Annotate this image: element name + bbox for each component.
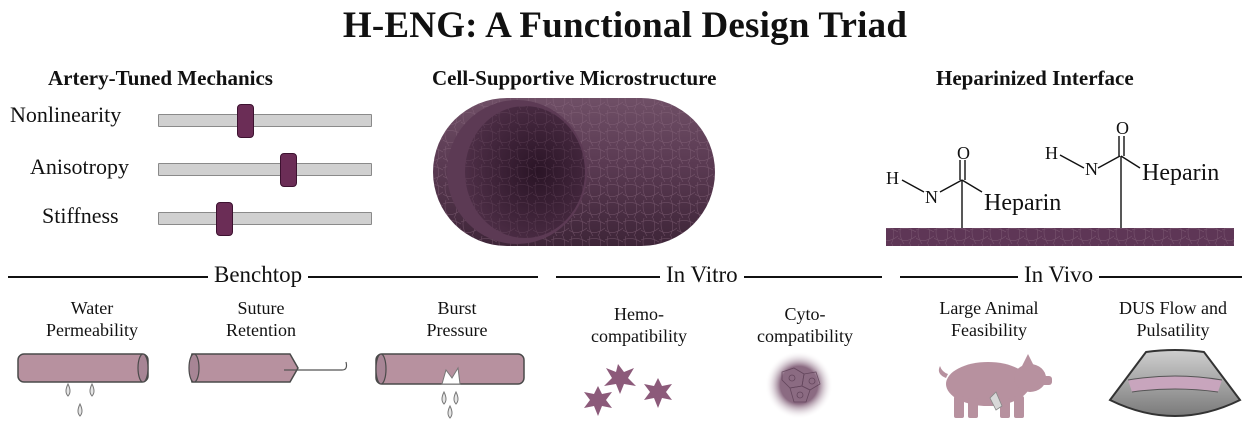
molecule-2-n: N [1085,159,1098,179]
fibrous-graft-tube-icon [433,98,715,246]
pig-icon [938,354,1052,418]
cell-layer-icon [765,351,833,419]
tube-burst-icon [375,353,525,419]
slider-label-stiffness: Stiffness [42,203,119,228]
category-in-vitro: In Vitro [660,262,744,288]
molecule-1-n: N [925,187,938,207]
microstructure-heading: Cell-Supportive Microstructure [432,66,717,90]
interface-heading: Heparinized Interface [936,66,1134,90]
test-hemocompatibility-label: Hemo-compatibility [591,304,687,346]
category-benchtop: Benchtop [208,262,309,288]
anisotropy-slider-knob [279,153,297,187]
nonlinearity-slider-knob [237,104,255,138]
tube-suture-icon [188,353,348,383]
slider-label-anisotropy: Anisotropy [30,154,129,179]
molecule-1-o: O [957,143,970,163]
category-in-vivo: In Vivo [1018,262,1100,288]
anisotropy-track [158,163,372,176]
figure-title: H-ENG: A Functional Design Triad [342,5,908,46]
stiffness-slider-knob [216,202,234,236]
stiffness-track [158,212,372,225]
molecule-1-h: H [886,168,899,188]
mechanics-heading: Artery-Tuned Mechanics [48,66,273,90]
molecule-2-heparin: Heparin [1142,160,1220,186]
nonlinearity-track [158,114,372,127]
ultrasound-icon [1108,349,1242,417]
tube-droplets-icon [17,353,149,417]
slider-label-nonlinearity: Nonlinearity [10,102,122,127]
platelet-icon [584,364,672,416]
molecule-2-h: H [1045,143,1058,163]
molecule-1-heparin: Heparin [984,190,1062,216]
molecule-2-o: O [1116,118,1129,138]
test-cytocompatibility-label: Cyto-compatibility [757,304,853,346]
heparin-bond-diagram [886,136,1234,246]
